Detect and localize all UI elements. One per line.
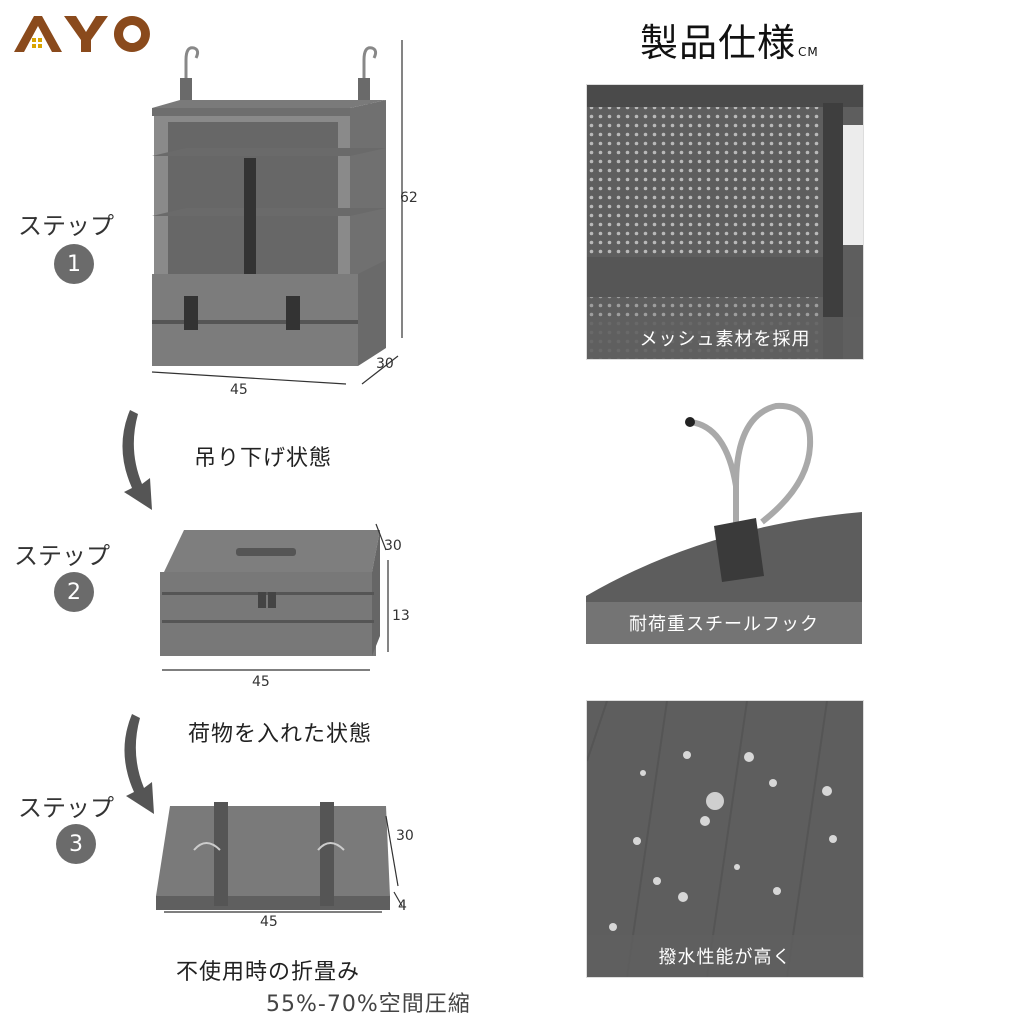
step-3-height-dim: 4 xyxy=(398,898,407,914)
packed-caption: 荷物を入れた状態 xyxy=(188,722,373,747)
step-1-depth-dim: 30 xyxy=(376,356,394,372)
feature-photo-water: 撥水性能が高く xyxy=(586,700,864,978)
step-1-number: 1 xyxy=(54,244,94,284)
step-3-depth-dim: 30 xyxy=(396,828,414,844)
folded-organizer-image xyxy=(156,802,403,913)
curved-arrow-icon xyxy=(122,410,152,510)
folded-caption: 不使用時の折畳み xyxy=(176,960,361,985)
feature-label-mesh: メッシュ素材を採用 xyxy=(587,317,863,359)
hanging-organizer-image xyxy=(151,40,403,385)
step-2-number: 2 xyxy=(54,572,94,612)
step-3-number: 3 xyxy=(56,824,96,864)
feature-label-hook: 耐荷重スチールフック xyxy=(586,602,862,644)
feature-photo-hook: 耐荷重スチールフック xyxy=(586,386,862,644)
step-3-width-dim: 45 xyxy=(260,914,278,930)
feature-photo-mesh: メッシュ素材を採用 xyxy=(586,84,864,360)
step-1-height-dim: 62 xyxy=(400,190,418,206)
step-3-label: ステップ xyxy=(18,794,114,822)
packed-case-image xyxy=(160,523,389,671)
curved-arrow-icon xyxy=(124,714,154,814)
compression-caption: 55%-70%空間圧縮 xyxy=(266,992,471,1017)
brand-logo xyxy=(14,16,150,52)
hanging-caption: 吊り下げ状態 xyxy=(194,446,333,471)
step-2-height-dim: 13 xyxy=(392,608,410,624)
step-2-label: ステップ xyxy=(14,542,110,570)
step-1-label: ステップ xyxy=(18,212,114,240)
water-drops-image xyxy=(587,701,863,977)
step-2-depth-dim: 30 xyxy=(384,538,402,554)
step-2-width-dim: 45 xyxy=(252,674,270,690)
feature-label-water: 撥水性能が高く xyxy=(587,935,863,977)
spec-unit: CM xyxy=(798,45,819,59)
step-1-width-dim: 45 xyxy=(230,382,248,398)
